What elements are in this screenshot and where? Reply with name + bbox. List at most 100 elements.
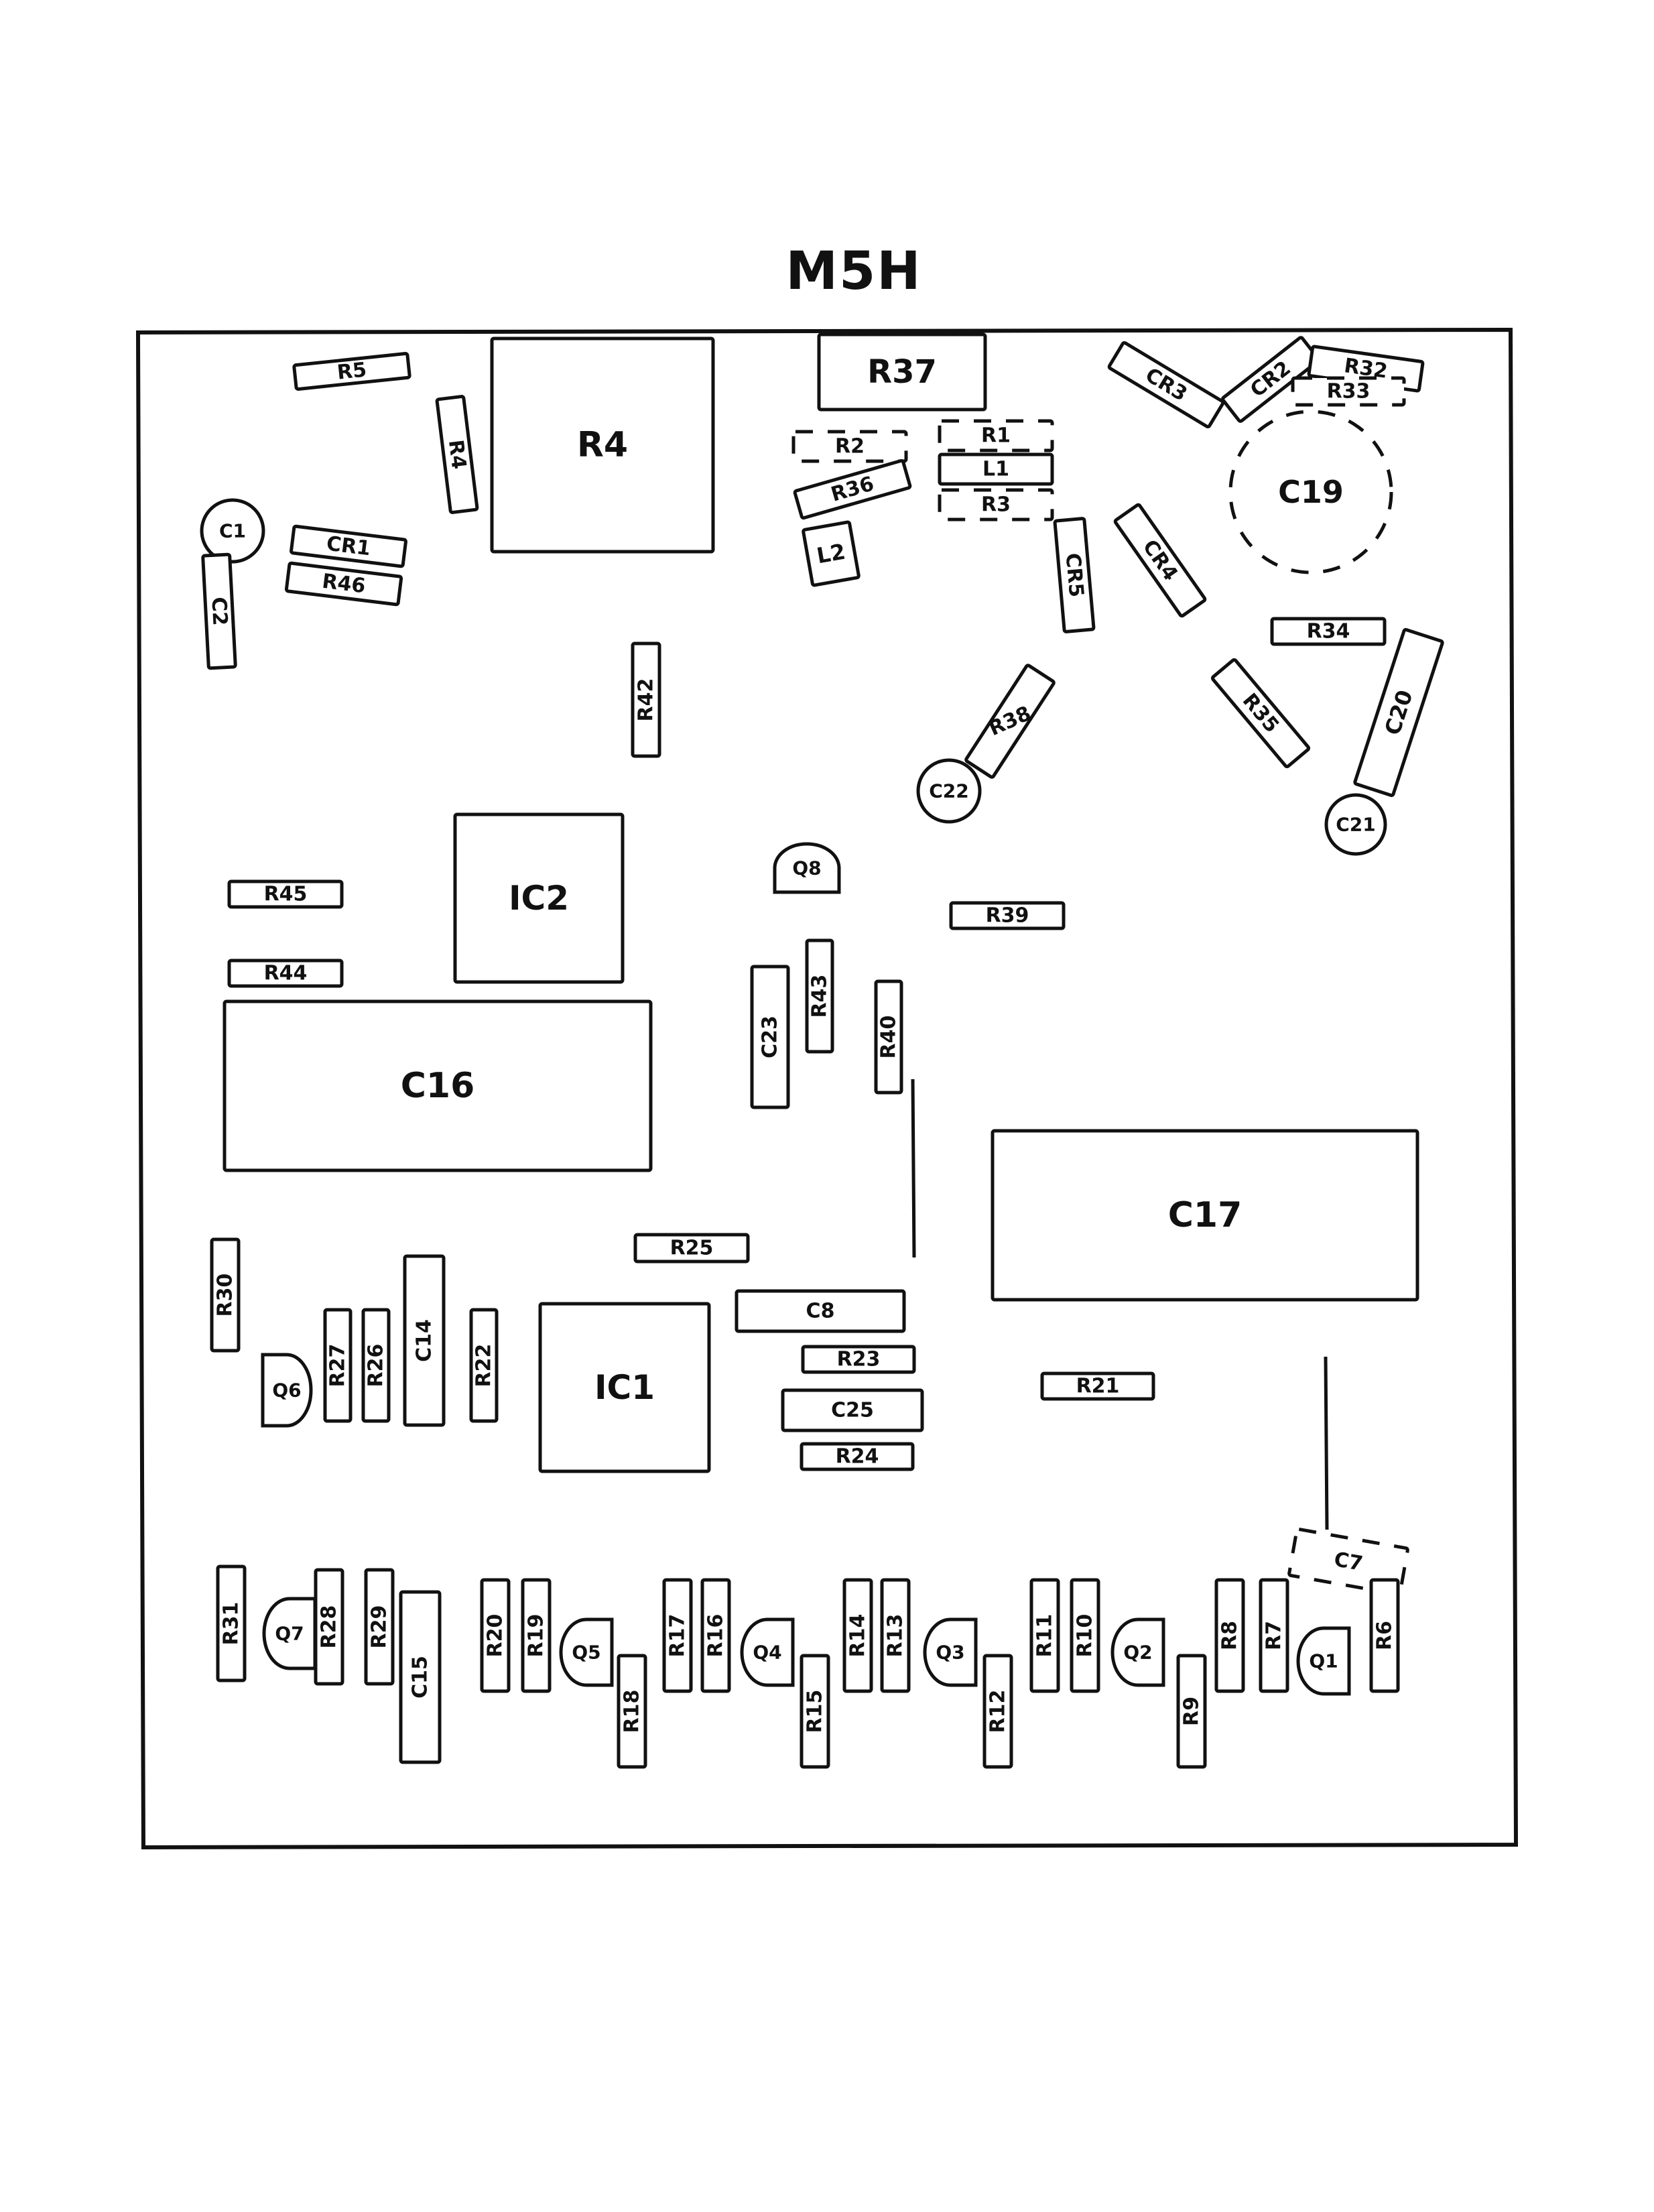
- c20-capacitor-body: [1353, 627, 1444, 798]
- component-r30: R30: [210, 1237, 241, 1353]
- component-r22: R22: [469, 1308, 499, 1423]
- r11-resistor-body: [1029, 1578, 1060, 1693]
- r3-resistor-label: R3: [981, 493, 1011, 517]
- cr1-diode-body: [290, 524, 407, 568]
- r43-resistor-label: R43: [808, 975, 832, 1018]
- r2-resistor-label: R2: [835, 435, 865, 458]
- component-c8: C8: [735, 1289, 906, 1333]
- component-ic2: IC2: [453, 812, 625, 984]
- q6-transistor-label: Q6: [272, 1379, 301, 1402]
- r2-resistor-body: [791, 430, 908, 463]
- r12-resistor-body: [982, 1654, 1013, 1769]
- c23-capacitor-body: [750, 965, 790, 1109]
- board-outline: [135, 327, 1519, 1850]
- component-r44: R44: [227, 959, 344, 988]
- q4-transistor-body: [740, 1617, 795, 1687]
- component-r34: R34: [1270, 617, 1387, 646]
- component-r23: R23: [801, 1345, 916, 1374]
- q4-transistor-label: Q4: [753, 1642, 781, 1664]
- c22-capacitor-label: C22: [929, 780, 969, 802]
- r13-resistor-body: [880, 1578, 911, 1693]
- r44-resistor-body: [227, 959, 344, 988]
- r30-resistor-body: [210, 1237, 241, 1353]
- component-r9: R9: [1176, 1654, 1207, 1769]
- r8-resistor-label: R8: [1218, 1621, 1242, 1650]
- r12-resistor-label: R12: [987, 1690, 1010, 1733]
- r19-resistor-label: R19: [525, 1614, 548, 1658]
- r16-resistor-label: R16: [704, 1614, 728, 1658]
- r14-resistor-label: R14: [846, 1614, 870, 1658]
- q1-transistor-body: [1296, 1626, 1351, 1696]
- trace-line: [911, 1079, 916, 1258]
- component-r39: R39: [949, 901, 1066, 930]
- r37-resistor-label: R37: [867, 353, 937, 391]
- r22-resistor-label: R22: [472, 1344, 496, 1388]
- component-r6: R6: [1369, 1578, 1400, 1693]
- component-r13: R13: [880, 1578, 911, 1693]
- c23-capacitor-label: C23: [759, 1016, 782, 1058]
- cr5-diode-label: CR5: [1061, 552, 1088, 599]
- component-ic1: IC1: [538, 1302, 711, 1473]
- component-q8: Q8: [773, 842, 841, 894]
- component-r27: R27: [323, 1308, 353, 1423]
- r21-resistor-label: R21: [1076, 1375, 1120, 1398]
- c17-capacitor-label: C17: [1168, 1195, 1243, 1235]
- component-r35: R35: [1210, 658, 1311, 769]
- q8-transistor-label: Q8: [792, 857, 821, 879]
- component-r26: R26: [361, 1308, 391, 1423]
- ic1-integrated-circuit-body: [538, 1302, 711, 1473]
- component-c23: C23: [750, 965, 790, 1109]
- r30-resistor-label: R30: [214, 1274, 237, 1317]
- component-r18: R18: [617, 1654, 647, 1769]
- component-c2: C2: [201, 552, 237, 670]
- r4-resistor-label: R4: [577, 425, 628, 465]
- cr2-diode-body: [1221, 336, 1320, 423]
- component-q7: Q7: [262, 1597, 317, 1670]
- component-l1: L1: [938, 452, 1054, 486]
- r23-resistor-label: R23: [837, 1348, 881, 1371]
- r24-resistor-label: R24: [836, 1445, 879, 1469]
- c15-capacitor-label: C15: [409, 1656, 432, 1699]
- component-r7: R7: [1259, 1578, 1289, 1693]
- component-r33: R33: [1291, 376, 1406, 407]
- c7-capacitor-body: [1287, 1527, 1409, 1597]
- component-r24: R24: [800, 1442, 915, 1471]
- c8-capacitor-body: [735, 1289, 906, 1333]
- r18-resistor-body: [617, 1654, 647, 1769]
- c21-capacitor-body: [1324, 793, 1387, 856]
- c2-capacitor-body: [201, 552, 237, 670]
- c7-capacitor-label: C7: [1332, 1548, 1364, 1576]
- component-cr3: CR3: [1107, 341, 1225, 429]
- component-r19: R19: [521, 1578, 552, 1693]
- r34-resistor-body: [1270, 617, 1387, 646]
- r29-resistor-label: R29: [368, 1605, 391, 1649]
- r27-resistor-label: R27: [326, 1344, 350, 1388]
- r9-resistor-body: [1176, 1654, 1207, 1769]
- c2-capacitor-label: C2: [206, 597, 231, 627]
- r15-resistor-label: R15: [804, 1690, 827, 1733]
- component-c19: C19: [1228, 410, 1393, 574]
- r4-resistor-body: [435, 395, 479, 514]
- r25-resistor-body: [633, 1233, 750, 1264]
- r45-resistor-body: [227, 879, 344, 909]
- r45-resistor-label: R45: [264, 883, 308, 906]
- cr4-diode-body: [1113, 503, 1207, 618]
- c8-capacitor-label: C8: [806, 1300, 835, 1323]
- ic1-integrated-circuit-label: IC1: [594, 1368, 655, 1407]
- r42-resistor-label: R42: [635, 678, 658, 722]
- r17-resistor-label: R17: [666, 1614, 690, 1658]
- component-c1: C1: [200, 498, 265, 564]
- r31-resistor-label: R31: [220, 1602, 243, 1646]
- component-c15: C15: [399, 1590, 442, 1764]
- component-r38: R38: [964, 664, 1056, 779]
- r10-resistor-body: [1070, 1578, 1100, 1693]
- q8-transistor-body: [773, 842, 841, 894]
- q3-transistor-label: Q3: [936, 1642, 964, 1664]
- component-c25: C25: [781, 1388, 924, 1432]
- c22-capacitor-body: [916, 758, 982, 824]
- component-cr1: CR1: [290, 524, 407, 568]
- r26-resistor-label: R26: [365, 1344, 388, 1388]
- r1-resistor-label: R1: [981, 424, 1011, 448]
